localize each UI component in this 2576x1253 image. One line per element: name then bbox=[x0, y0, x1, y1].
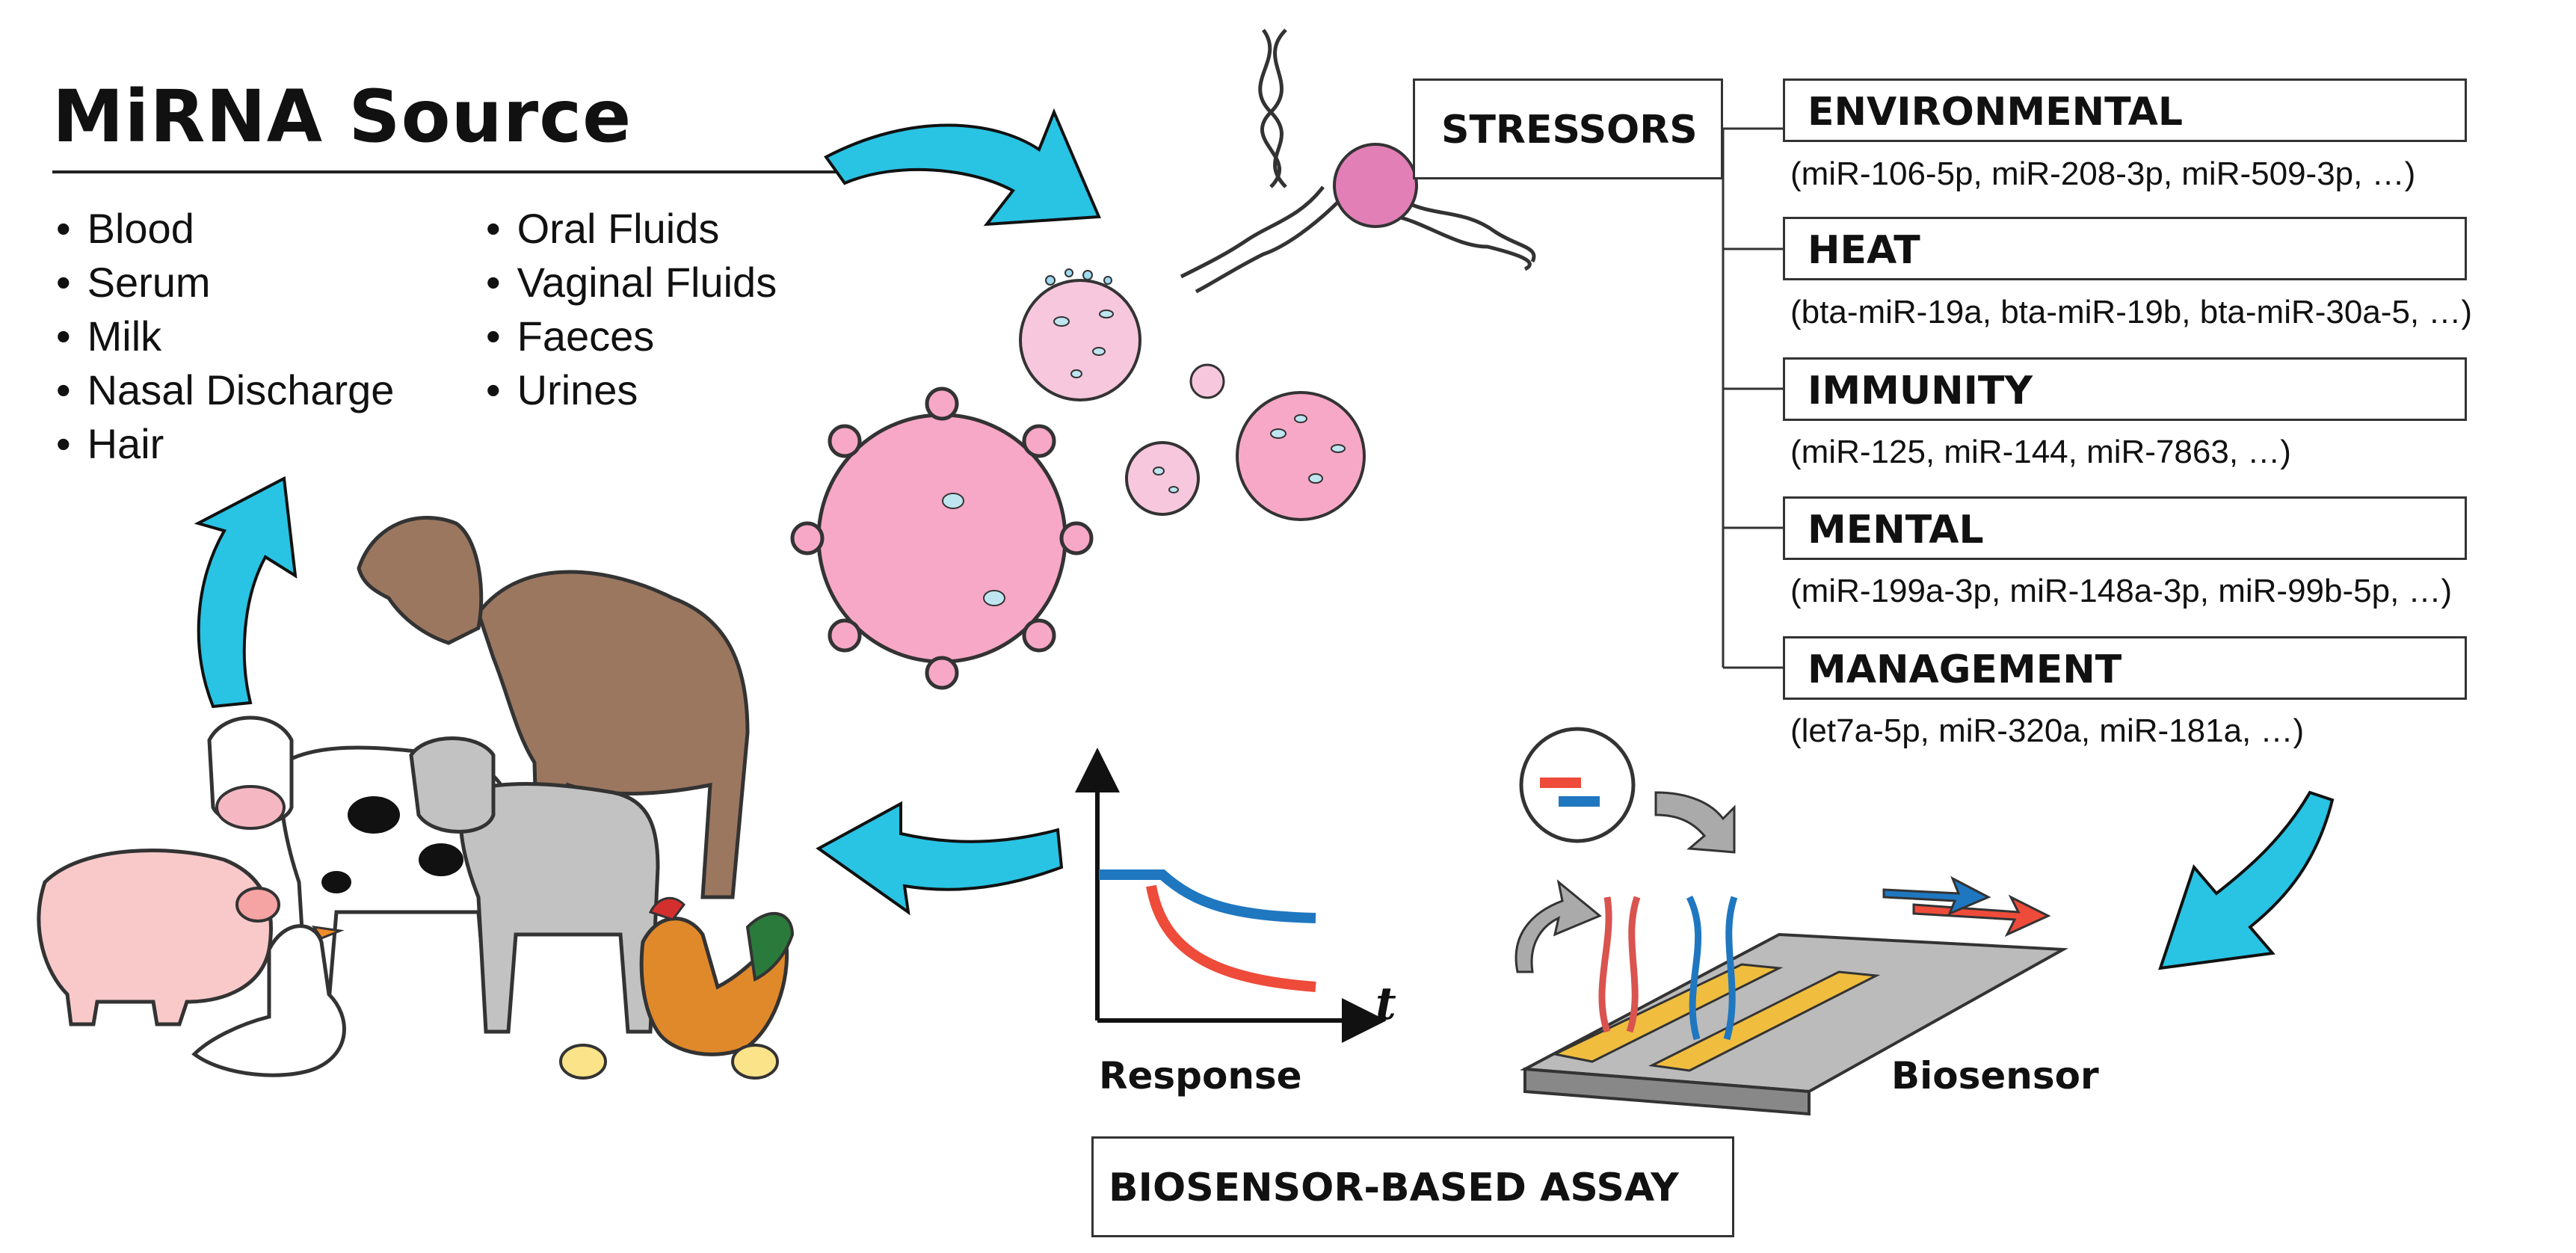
stressor-box-management: MANAGEMENT bbox=[1783, 636, 2467, 700]
stressor-name: MENTAL bbox=[1808, 508, 1984, 552]
assay-label: BIOSENSOR-BASED ASSAY bbox=[1109, 1166, 1679, 1210]
graph-axis-label: t bbox=[1375, 978, 1396, 1030]
flow-arrow-stressors-to-biosensor bbox=[2158, 790, 2335, 970]
response-caption: Response bbox=[1099, 1054, 1302, 1097]
source-item: Blood bbox=[56, 204, 194, 253]
source-item: Hair bbox=[56, 419, 164, 468]
source-item: Nasal Discharge bbox=[56, 366, 395, 414]
stressor-box-immunity: IMMUNITY bbox=[1783, 357, 2467, 421]
stressor-box-heat: HEAT bbox=[1783, 217, 2467, 280]
biosensor-illustration bbox=[1515, 727, 2069, 1116]
response-curve-red bbox=[1146, 884, 1316, 992]
response-graph bbox=[1075, 748, 1387, 1043]
biosensor-caption: Biosensor bbox=[1891, 1054, 2099, 1097]
stressor-box-environmental: ENVIRONMENTAL bbox=[1783, 78, 2467, 142]
stressor-name: HEAT bbox=[1808, 228, 1920, 273]
stressors-box: STRESSORS bbox=[1413, 78, 1723, 179]
flow-arrow-animals-to-source bbox=[194, 475, 298, 709]
source-item: Urines bbox=[486, 366, 638, 414]
source-item: Milk bbox=[56, 312, 162, 360]
stressor-mirnas: (miR-106-5p, miR-208-3p, miR-509-3p, …) bbox=[1790, 156, 2416, 192]
source-item: Serum bbox=[56, 258, 211, 307]
livestock-illustration bbox=[37, 516, 795, 1080]
stressor-mirnas: (bta-miR-19a, bta-miR-19b, bta-miR-30a-5… bbox=[1790, 294, 2473, 330]
stressor-connectors bbox=[1722, 127, 1783, 669]
flow-arrow-response-to-animals bbox=[816, 801, 1064, 916]
assay-box: BIOSENSOR-BASED ASSAY bbox=[1091, 1136, 1734, 1237]
mirna-dna-illustration bbox=[1180, 28, 1536, 294]
stressor-box-mental: MENTAL bbox=[1783, 496, 2467, 560]
stressor-name: ENVIRONMENTAL bbox=[1808, 90, 2183, 135]
source-item: Vaginal Fluids bbox=[486, 258, 777, 307]
page-title: MiRNA Source bbox=[52, 75, 632, 158]
stressor-mirnas: (miR-125, miR-144, miR-7863, …) bbox=[1790, 434, 2291, 470]
response-curve-blue bbox=[1099, 869, 1316, 923]
stressor-mirnas: (let7a-5p, miR-320a, miR-181a, …) bbox=[1790, 712, 2305, 749]
stressor-mirnas: (miR-199a-3p, miR-148a-3p, miR-99b-5p, …… bbox=[1790, 573, 2453, 609]
source-item: Faeces bbox=[486, 312, 655, 360]
stressor-name: IMMUNITY bbox=[1808, 369, 2033, 413]
junction-node bbox=[1333, 143, 1418, 228]
flow-arrow-source-to-mirna bbox=[824, 108, 1101, 227]
stressor-name: MANAGEMENT bbox=[1808, 647, 2122, 692]
extracellular-vesicles bbox=[790, 268, 1366, 690]
source-item: Oral Fluids bbox=[486, 204, 720, 253]
stressors-label: STRESSORS bbox=[1441, 108, 1698, 153]
